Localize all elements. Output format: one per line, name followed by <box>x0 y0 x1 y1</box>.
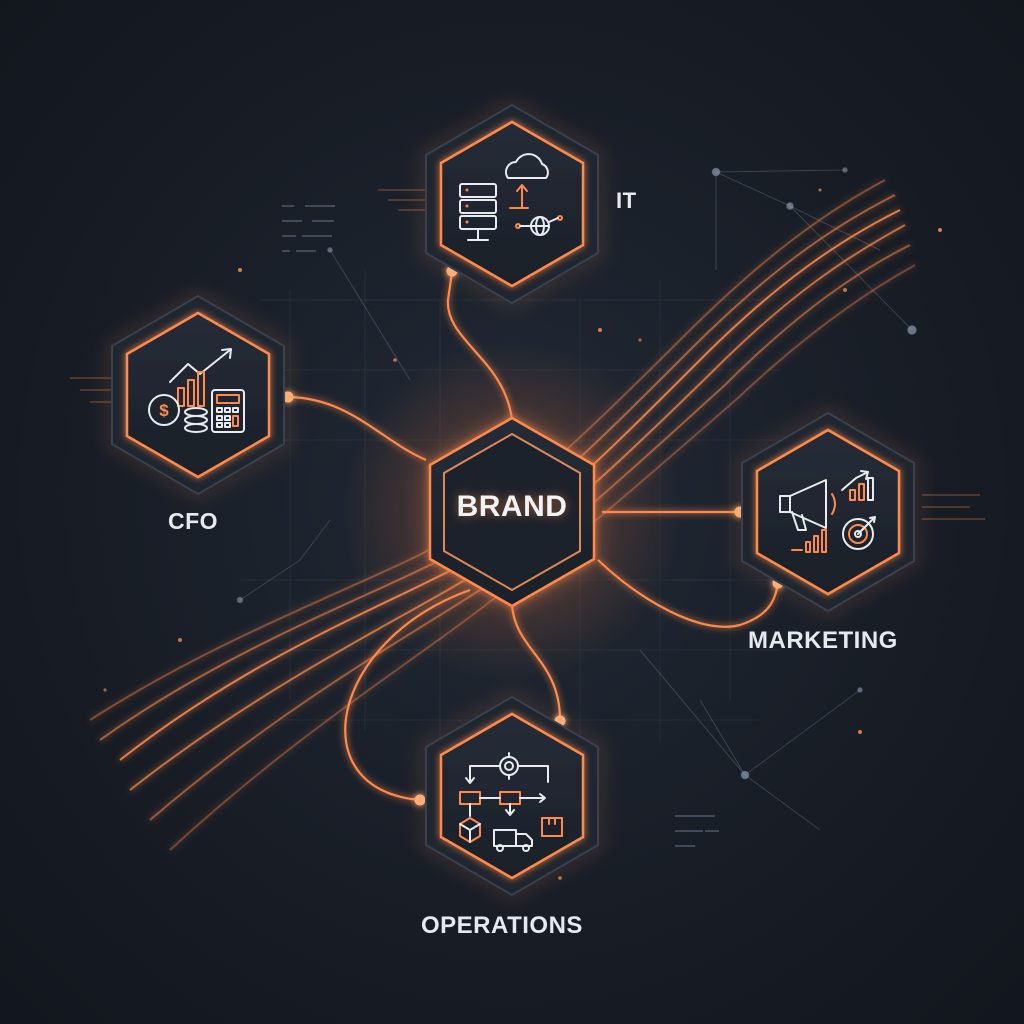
operations-label: OPERATIONS <box>421 912 583 939</box>
node-marketing <box>739 409 917 615</box>
cfo-label: CFO <box>168 508 219 534</box>
cloud-server-icon <box>459 153 563 241</box>
brand-hub <box>427 414 597 610</box>
speed-streaks <box>70 189 985 520</box>
decor-dashes <box>282 205 719 847</box>
node-cfo: $ <box>109 292 287 498</box>
workflow-logistics-icon <box>459 752 563 852</box>
node-operations <box>423 693 601 899</box>
it-label: IT <box>616 188 637 213</box>
node-it <box>423 101 601 307</box>
brand-label: BRAND <box>456 490 568 523</box>
marketing-label: MARKETING <box>748 627 898 654</box>
constellation-network <box>236 167 917 831</box>
finance-chart-icon: $ <box>148 348 245 433</box>
svg-text:$: $ <box>159 401 169 420</box>
megaphone-target-icon <box>779 470 876 553</box>
particles <box>103 188 942 880</box>
